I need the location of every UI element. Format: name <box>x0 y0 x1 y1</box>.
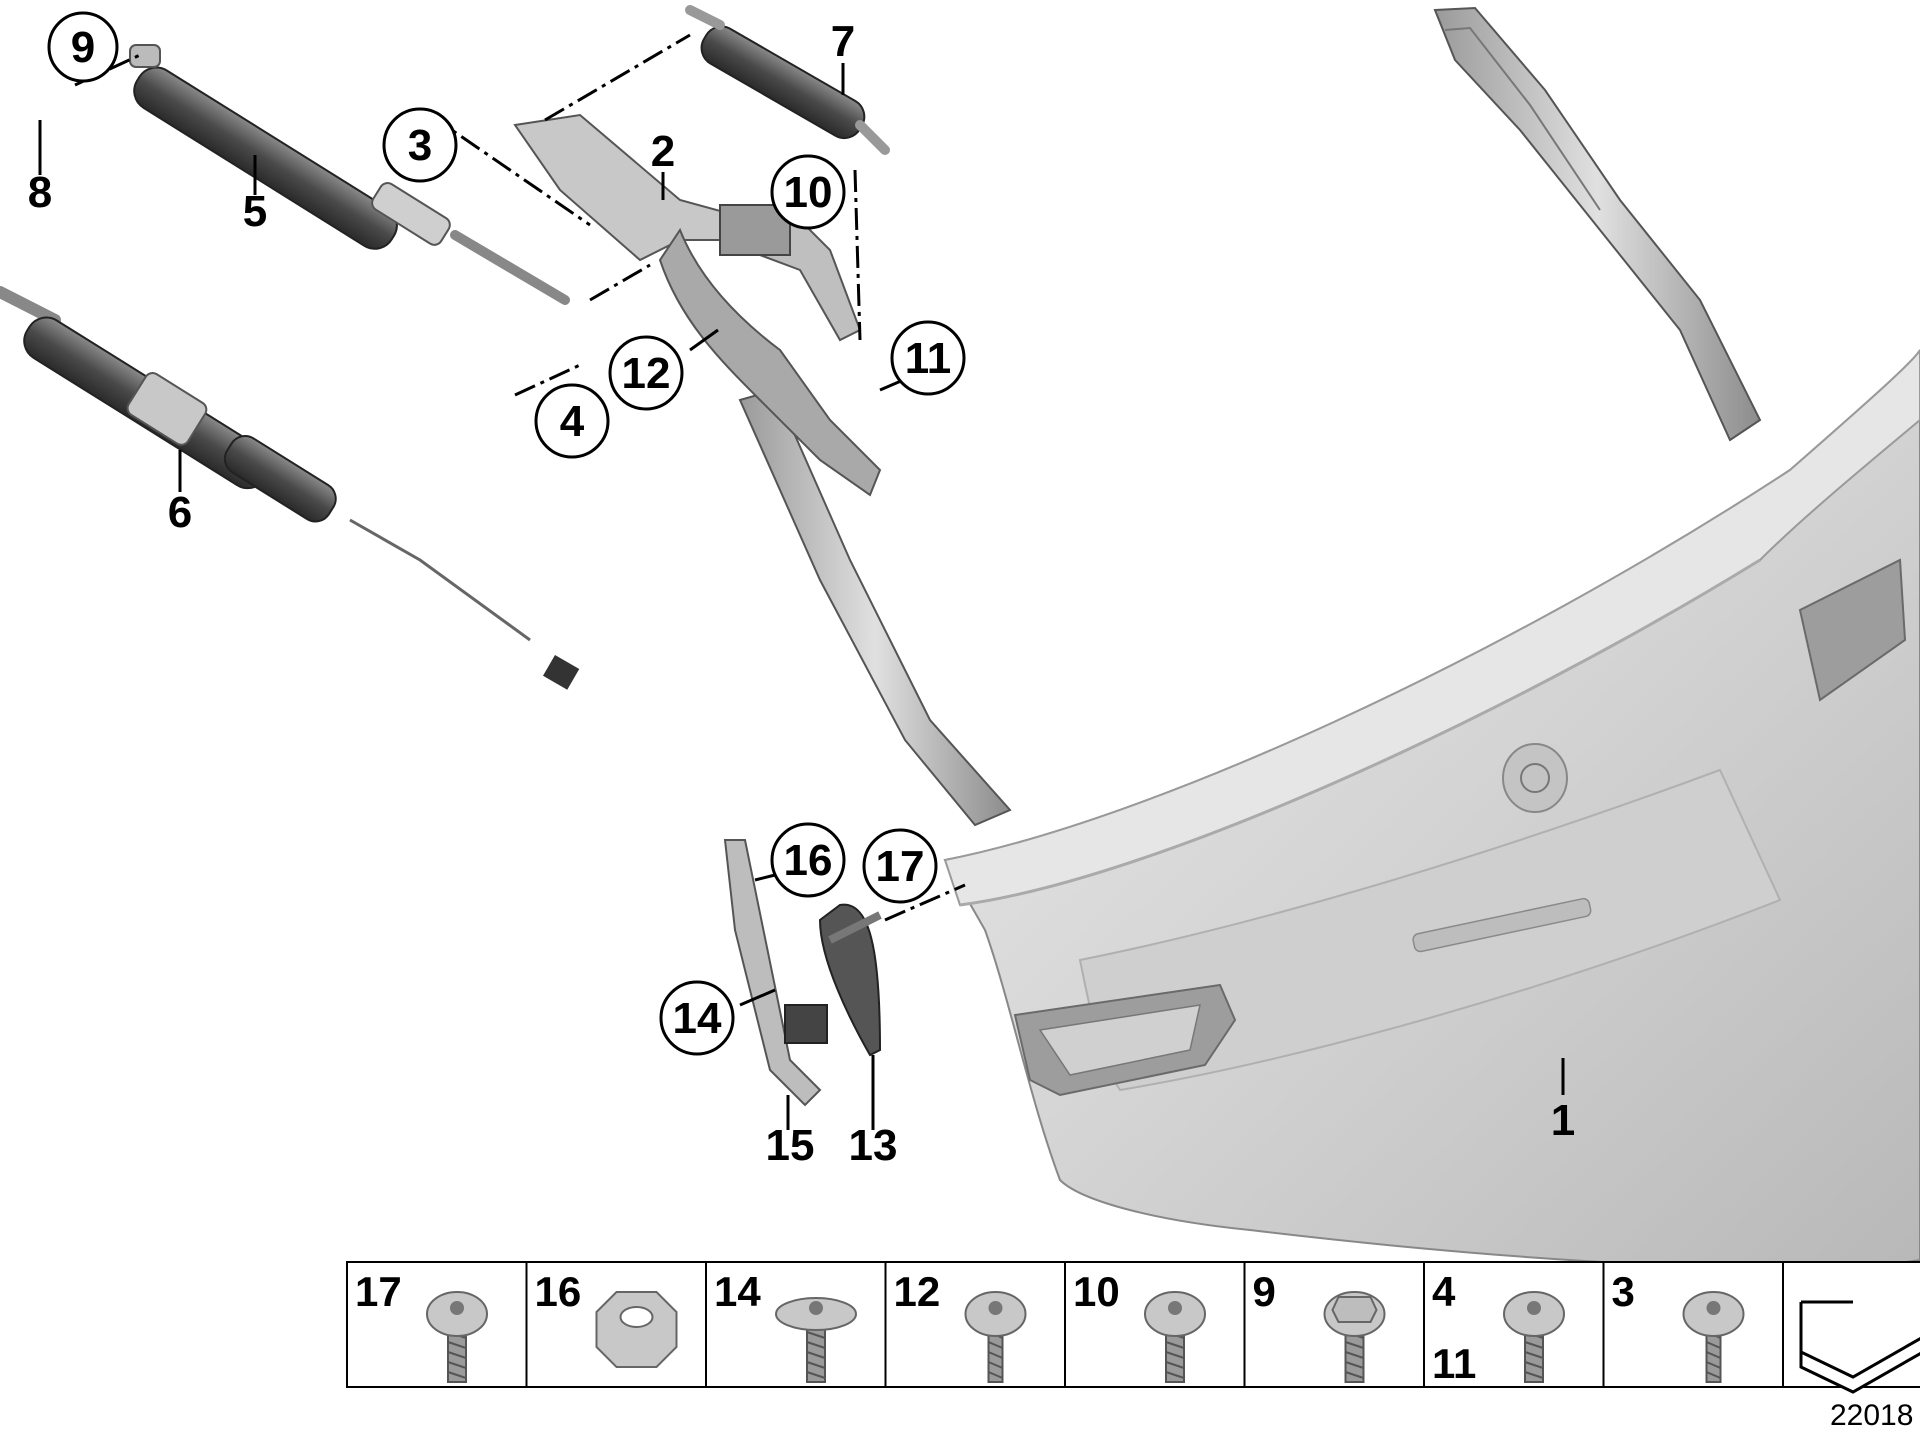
callout-8: 8 <box>28 168 52 217</box>
flat-head-torx-screw-icon <box>775 1297 857 1383</box>
table-cell-16: 16 <box>525 1262 678 1387</box>
tailgate-panel <box>738 6 1920 1270</box>
callout-2: 2 <box>651 127 675 176</box>
hex-flange-bolt-icon <box>1323 1291 1386 1383</box>
circled-callout-3: 3 <box>382 107 458 183</box>
gas-strut-7 <box>685 5 890 155</box>
callout-13: 13 <box>849 1121 898 1170</box>
table-label-11: 11 <box>1432 1340 1476 1387</box>
circled-callout-16: 16 <box>770 822 846 898</box>
hex-nut-icon <box>595 1291 678 1368</box>
callout-15: 15 <box>766 1121 815 1170</box>
torx-self-tapping-screw-icon <box>964 1291 1027 1383</box>
figure-number: 22018 <box>1830 1399 1913 1432</box>
circled-callout-10: 10 <box>770 154 846 230</box>
torx-bolt-icon <box>1503 1291 1565 1383</box>
table-cell-12: 12 <box>884 1262 1027 1387</box>
table-cell-9: 9 <box>1243 1262 1386 1387</box>
callout-1: 1 <box>1551 1096 1575 1145</box>
svg-text:4: 4 <box>560 397 585 446</box>
table-label-17: 17 <box>355 1268 402 1315</box>
circled-callout-4: 4 <box>534 383 610 459</box>
table-label-14: 14 <box>714 1268 761 1315</box>
svg-text:3: 3 <box>408 121 432 170</box>
table-cell-4: 4 11 <box>1423 1262 1565 1387</box>
svg-text:10: 10 <box>784 168 833 217</box>
circled-callout-11: 11 <box>890 320 966 396</box>
torx-bolt-icon <box>1144 1291 1206 1383</box>
callout-labels: 7 2 8 5 6 1 15 13 9 3 10 11 12 4 <box>28 11 1575 1170</box>
table-label-16: 16 <box>535 1268 582 1315</box>
spindle-drive-6 <box>0 286 580 690</box>
table-label-3: 3 <box>1612 1268 1635 1315</box>
lock-parts <box>723 839 882 1107</box>
svg-text:14: 14 <box>673 994 722 1043</box>
fastener-table: 17 16 14 12 10 9 4 11 3 <box>346 1261 1920 1394</box>
torx-bolt-icon <box>426 1291 488 1383</box>
callout-5: 5 <box>243 187 267 236</box>
svg-text:17: 17 <box>876 842 925 891</box>
callout-6: 6 <box>168 488 192 537</box>
svg-text:9: 9 <box>71 23 95 72</box>
table-label-10: 10 <box>1073 1268 1120 1315</box>
circled-callout-9: 9 <box>47 11 119 83</box>
gas-strut-5 <box>129 44 570 305</box>
svg-text:12: 12 <box>622 349 671 398</box>
svg-text:11: 11 <box>905 334 952 383</box>
circled-callout-14: 14 <box>659 980 735 1056</box>
circled-callout-17: 17 <box>862 828 938 904</box>
table-cell-14: 14 <box>705 1262 857 1387</box>
torx-self-tapping-screw-icon <box>1682 1291 1745 1383</box>
svg-text:16: 16 <box>784 836 833 885</box>
table-label-9: 9 <box>1253 1268 1276 1315</box>
table-cell-17: 17 <box>355 1268 488 1383</box>
table-label-12: 12 <box>894 1268 941 1315</box>
arrow-symbol-icon <box>1799 1300 1920 1394</box>
circled-callout-12: 12 <box>608 335 684 411</box>
table-cell-10: 10 <box>1064 1262 1206 1387</box>
table-cell-symbol <box>1782 1262 1920 1394</box>
table-label-4: 4 <box>1432 1268 1456 1315</box>
hinge-assembly-2 <box>513 113 882 497</box>
table-cell-3: 3 <box>1602 1262 1745 1387</box>
callout-7: 7 <box>831 17 855 66</box>
